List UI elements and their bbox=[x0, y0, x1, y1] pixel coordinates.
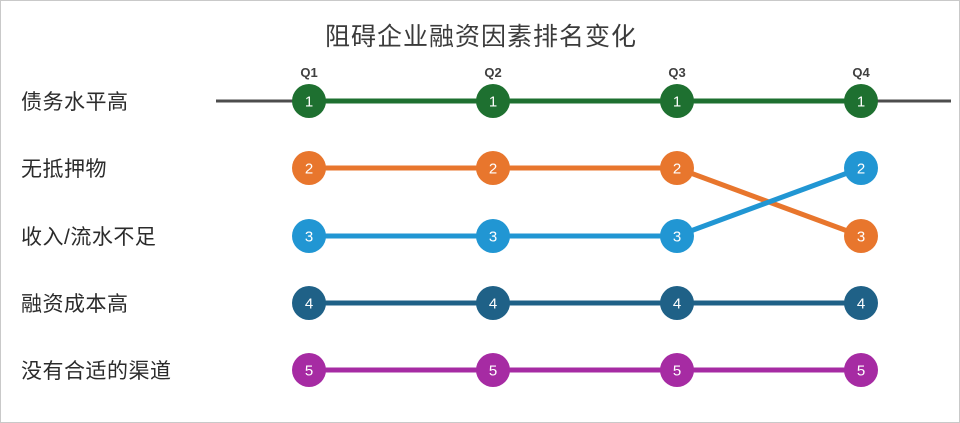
data-point-label: 4 bbox=[489, 296, 497, 313]
category-label: 没有合适的渠道 bbox=[21, 360, 172, 383]
data-point-label: 5 bbox=[857, 363, 865, 380]
data-point-circle bbox=[844, 286, 878, 320]
period-label: Q4 bbox=[852, 65, 870, 80]
data-point-label: 1 bbox=[305, 94, 313, 111]
data-point-label: 3 bbox=[489, 229, 497, 246]
data-point-circle bbox=[844, 219, 878, 253]
data-point-label: 1 bbox=[673, 94, 681, 111]
category-label: 无抵押物 bbox=[21, 158, 107, 181]
data-point-node[interactable]: 2 bbox=[844, 151, 878, 185]
data-point-label: 3 bbox=[305, 229, 313, 246]
data-point-circle bbox=[660, 84, 694, 118]
period-label: Q1 bbox=[300, 65, 318, 80]
data-point-circle bbox=[844, 353, 878, 387]
data-point-label: 5 bbox=[489, 363, 497, 380]
data-point-label: 2 bbox=[857, 161, 865, 178]
data-point-node[interactable]: 5 bbox=[292, 353, 326, 387]
data-point-circle bbox=[476, 286, 510, 320]
data-point-label: 1 bbox=[857, 94, 865, 111]
data-point-label: 4 bbox=[673, 296, 681, 313]
series-line-segment bbox=[674, 165, 864, 239]
data-point-circle bbox=[476, 84, 510, 118]
data-point-label: 3 bbox=[857, 229, 865, 246]
data-point-node[interactable]: 2 bbox=[292, 151, 326, 185]
data-point-circle bbox=[660, 151, 694, 185]
data-point-label: 5 bbox=[673, 363, 681, 380]
data-point-circle bbox=[660, 219, 694, 253]
data-point-circle bbox=[844, 151, 878, 185]
data-point-node[interactable]: 3 bbox=[844, 219, 878, 253]
data-point-node[interactable]: 5 bbox=[476, 353, 510, 387]
series-nodes: 1 1 1 1 2 2 2 3 3 3 3 2 4 4 4 4 5 5 5 5 bbox=[292, 84, 878, 387]
data-point-circle bbox=[476, 353, 510, 387]
data-point-node[interactable]: 3 bbox=[292, 219, 326, 253]
series-lines bbox=[306, 98, 864, 373]
data-point-node[interactable]: 1 bbox=[660, 84, 694, 118]
data-point-node[interactable]: 5 bbox=[844, 353, 878, 387]
data-point-node[interactable]: 4 bbox=[292, 286, 326, 320]
data-point-node[interactable]: 5 bbox=[660, 353, 694, 387]
period-label: Q3 bbox=[668, 65, 686, 80]
data-point-node[interactable]: 2 bbox=[476, 151, 510, 185]
category-label: 债务水平高 bbox=[21, 91, 129, 114]
data-point-node[interactable]: 1 bbox=[476, 84, 510, 118]
data-point-circle bbox=[660, 286, 694, 320]
data-point-circle bbox=[292, 353, 326, 387]
data-point-label: 2 bbox=[305, 161, 313, 178]
page-title: 阻碍企业融资因素排名变化 bbox=[324, 23, 637, 51]
data-point-circle bbox=[476, 219, 510, 253]
data-point-circle bbox=[292, 219, 326, 253]
data-point-node[interactable]: 3 bbox=[476, 219, 510, 253]
data-point-node[interactable]: 2 bbox=[660, 151, 694, 185]
data-point-node[interactable]: 3 bbox=[660, 219, 694, 253]
data-point-node[interactable]: 1 bbox=[292, 84, 326, 118]
data-point-label: 4 bbox=[305, 296, 313, 313]
data-point-circle bbox=[292, 286, 326, 320]
data-point-circle bbox=[292, 84, 326, 118]
data-point-circle bbox=[660, 353, 694, 387]
data-point-circle bbox=[292, 151, 326, 185]
data-point-node[interactable]: 1 bbox=[844, 84, 878, 118]
data-point-label: 5 bbox=[305, 363, 313, 380]
data-point-label: 2 bbox=[673, 161, 681, 178]
data-point-circle bbox=[476, 151, 510, 185]
category-label: 收入/流水不足 bbox=[21, 226, 157, 249]
data-point-label: 3 bbox=[673, 229, 681, 246]
data-point-node[interactable]: 4 bbox=[844, 286, 878, 320]
category-label: 融资成本高 bbox=[21, 293, 129, 316]
data-point-label: 2 bbox=[489, 161, 497, 178]
data-point-label: 1 bbox=[489, 94, 497, 111]
data-point-circle bbox=[844, 84, 878, 118]
data-point-label: 4 bbox=[857, 296, 865, 313]
data-point-node[interactable]: 4 bbox=[660, 286, 694, 320]
data-point-node[interactable]: 4 bbox=[476, 286, 510, 320]
period-label: Q2 bbox=[484, 65, 502, 80]
